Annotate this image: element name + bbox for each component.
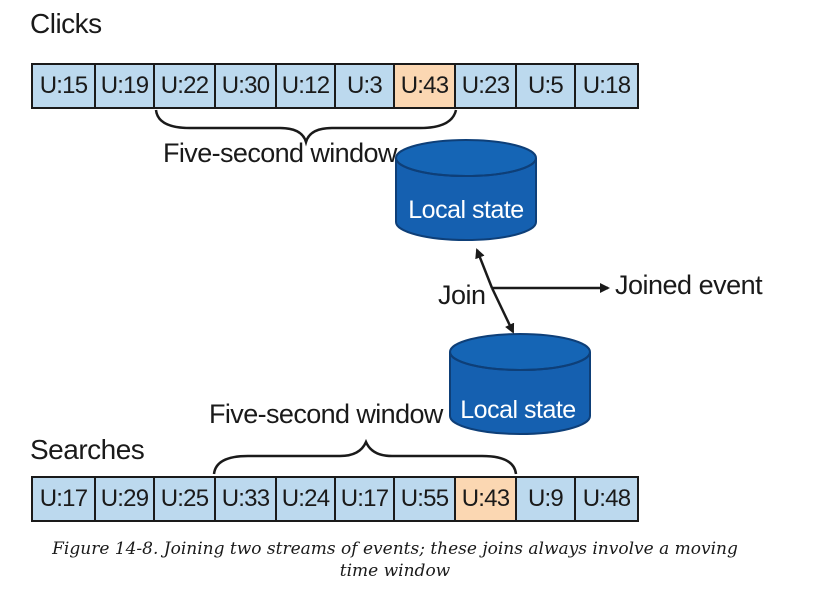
clicks-window-brace [154,109,458,147]
searches-cell: U:17 [33,478,94,520]
clicks-cell: U:19 [94,65,153,107]
figure-caption: Figure 14-8. Joining two streams of even… [0,538,790,582]
clicks-cell: U:12 [275,65,334,107]
local-state-bottom-label: Local state [460,396,575,424]
clicks-cell: U:22 [153,65,214,107]
searches-cell: U:17 [334,478,393,520]
searches-cell: U:9 [515,478,574,520]
joined-event-label: Joined event [615,270,763,300]
searches-window-brace [212,438,518,475]
join-label: Join [438,280,486,310]
join-arrow-down [490,287,515,334]
clicks-cell: U:43 [393,65,454,107]
clicks-cell: U:15 [33,65,94,107]
local-state-bottom-db: Local state [449,333,591,435]
searches-window-label: Five-second window [209,399,443,429]
clicks-cell: U:18 [574,65,637,107]
searches-title: Searches [30,434,145,465]
caption-line-2: time window [339,561,451,581]
clicks-cell: U:23 [454,65,515,107]
searches-cell: U:48 [574,478,637,520]
clicks-window-label: Five-second window [163,138,397,168]
local-state-top-db: Local state [395,139,537,241]
searches-cell: U:33 [214,478,275,520]
caption-line-1: Figure 14-8. Joining two streams of even… [52,539,738,559]
searches-cell: U:43 [454,478,515,520]
clicks-title: Clicks [30,8,102,39]
searches-cell: U:25 [153,478,214,520]
searches-cell: U:29 [94,478,153,520]
searches-cell: U:55 [393,478,454,520]
searches-cell: U:24 [275,478,334,520]
clicks-cell: U:30 [214,65,275,107]
clicks-cell: U:5 [515,65,574,107]
local-state-top-label: Local state [408,196,523,224]
join-arrow-up [475,248,494,289]
clicks-cell: U:3 [334,65,393,107]
